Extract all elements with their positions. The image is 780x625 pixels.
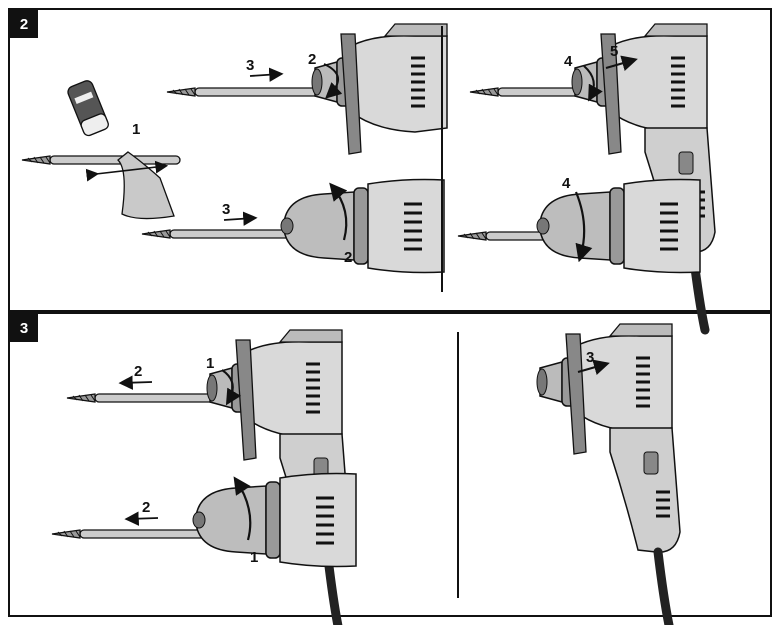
figure-2-frame xyxy=(8,8,772,312)
figure-3-number: 3 xyxy=(10,314,38,342)
step-label: 3 xyxy=(246,57,254,74)
rotate-arrow xyxy=(329,182,348,241)
drill-right-full xyxy=(572,24,715,330)
chuck-right-bottom xyxy=(535,178,702,274)
figure-3-frame xyxy=(8,312,772,617)
step-label: 2 xyxy=(142,499,150,516)
insert-arrow xyxy=(249,67,284,82)
rotate-arrow xyxy=(233,476,252,541)
push-arrow xyxy=(577,359,610,375)
drill-fig3-right xyxy=(537,324,680,625)
step-label: 3 xyxy=(222,201,230,218)
step-label: 2 xyxy=(344,249,352,266)
rotate-arrow xyxy=(221,369,242,406)
greasing-bit xyxy=(21,151,181,220)
drill-top-left xyxy=(310,22,449,156)
step-label: 2 xyxy=(308,51,316,68)
step-label: 3 xyxy=(586,349,594,366)
grease-tube xyxy=(67,80,109,137)
remove-arrow xyxy=(118,375,153,390)
bit-top xyxy=(166,87,326,97)
chuck-bottom-left xyxy=(279,178,446,274)
step-label: 2 xyxy=(134,363,142,380)
step-label: 1 xyxy=(250,549,258,566)
bit-bottom xyxy=(141,229,301,239)
step-label: 5 xyxy=(610,43,618,60)
step-label: 4 xyxy=(562,175,571,192)
step-label: 4 xyxy=(564,53,573,70)
bit-removed-bottom xyxy=(51,529,211,539)
step-label: 1 xyxy=(132,121,140,138)
bit-removed-top xyxy=(66,393,226,403)
rotate-arrow xyxy=(323,63,343,99)
chuck-fig3-bottom xyxy=(191,472,358,568)
figure-2-number: 2 xyxy=(10,10,38,38)
figure-2-illustration: 1 3 2 3 2 4 5 4 xyxy=(21,22,715,330)
remove-arrow xyxy=(124,511,159,526)
figure-3-illustration: 2 1 2 1 3 xyxy=(51,324,680,625)
rotate-arrow xyxy=(583,65,603,102)
step-label: 1 xyxy=(206,355,214,372)
rotate-arrow xyxy=(574,191,593,263)
pull-arrow xyxy=(605,55,638,71)
insert-arrow xyxy=(223,211,258,226)
